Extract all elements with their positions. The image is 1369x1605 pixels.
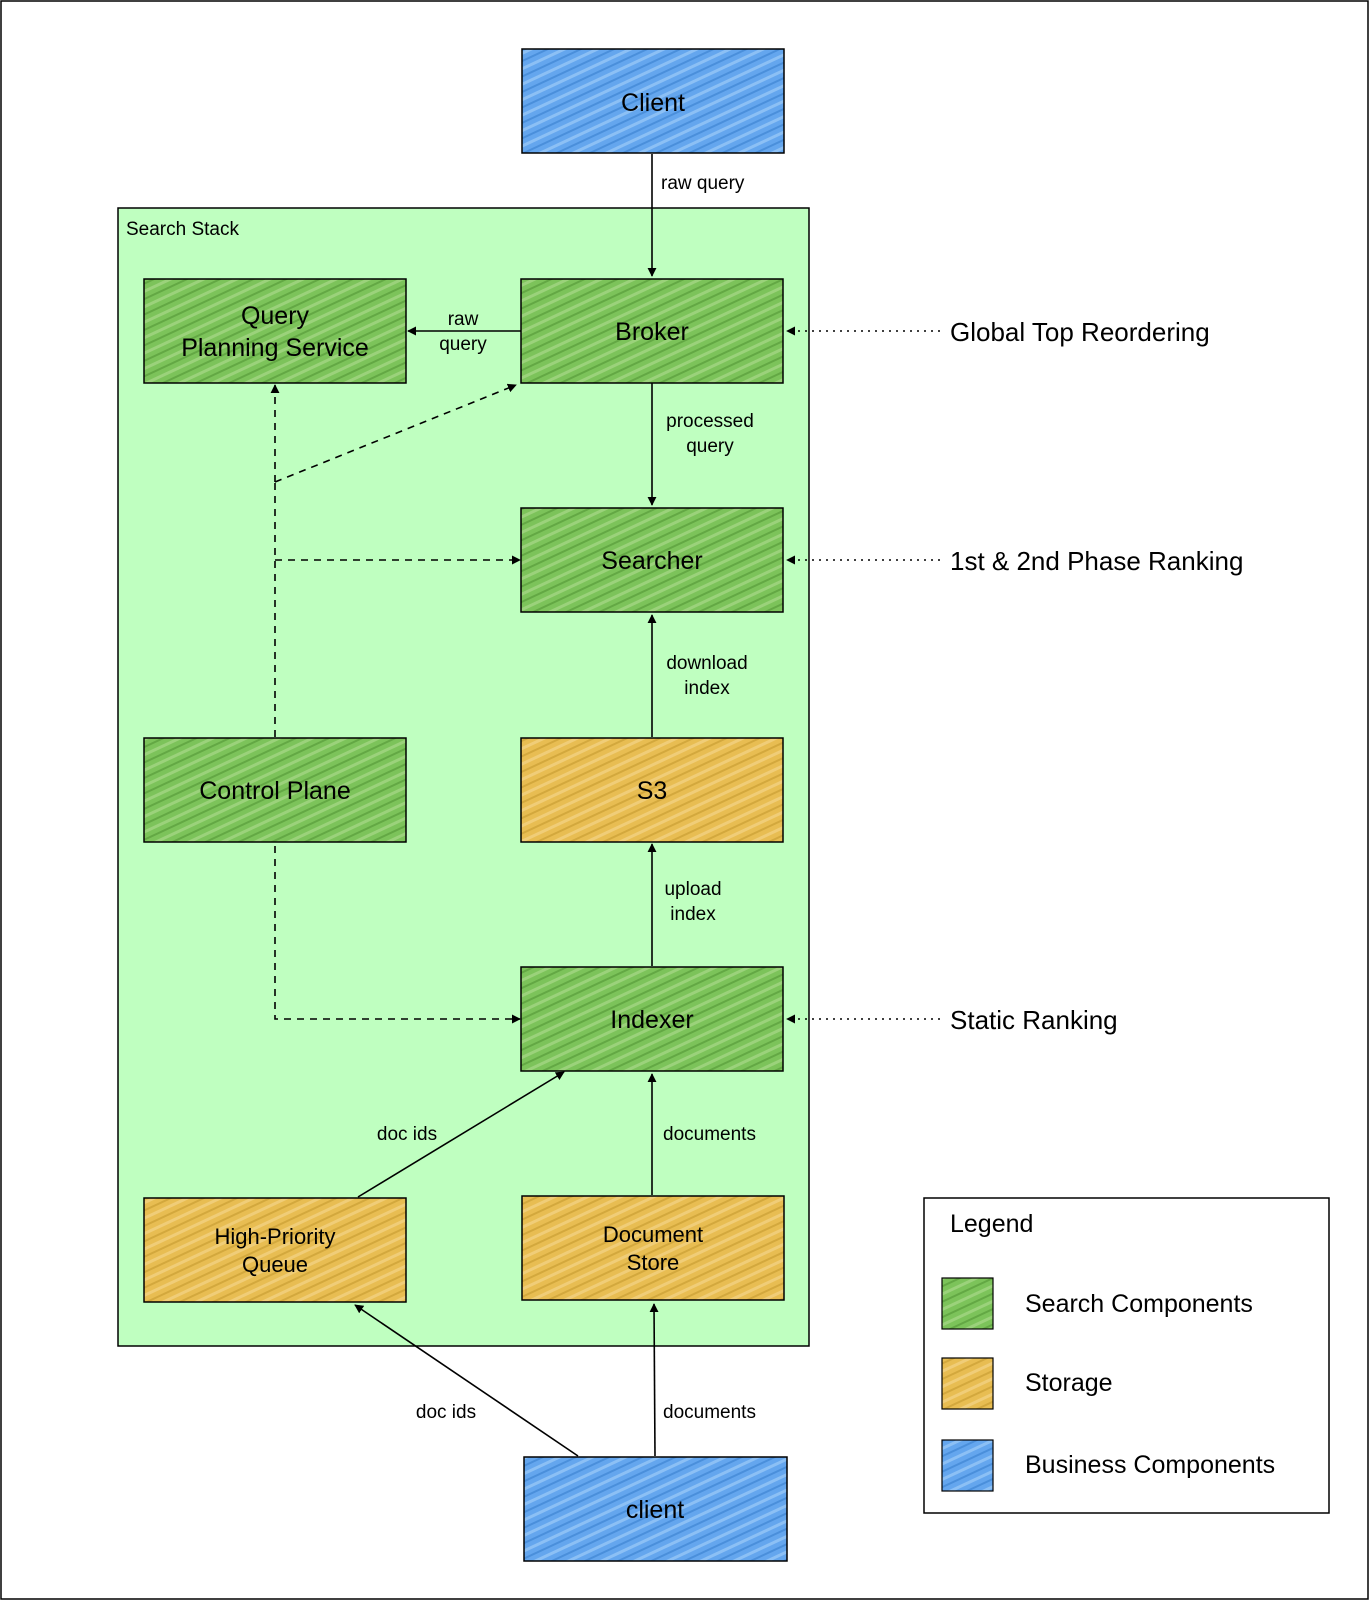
node-searcher: Searcher — [520, 507, 784, 613]
node-client-bottom-label: client — [626, 1496, 684, 1524]
node-s3-label: S3 — [637, 777, 668, 805]
annotation-global-top-reordering: Global Top Reordering — [950, 317, 1210, 347]
node-broker: Broker — [520, 278, 784, 384]
control-plane-dashed-edges — [270, 383, 521, 1024]
legend: Legend Search Components Storage Busines… — [923, 1197, 1330, 1514]
edge-label-broker-to-qps-line2: query — [439, 334, 487, 355]
edge-label-s3-to-searcher-line2: index — [684, 678, 730, 699]
edge-client-to-queue — [354, 1304, 579, 1457]
edge-label-indexer-to-s3-line2: index — [670, 904, 716, 925]
annotation-arrows — [786, 326, 940, 1024]
node-control-plane: Control Plane — [143, 737, 407, 843]
legend-swatch-search — [941, 1277, 994, 1330]
node-searcher-label: Searcher — [601, 547, 702, 575]
annotation-static-ranking: Static Ranking — [950, 1005, 1118, 1035]
node-s3: S3 — [520, 737, 784, 843]
node-query-planning-label-line2: Planning Service — [181, 334, 369, 362]
node-hp-queue-label-line1: High-Priority — [214, 1224, 335, 1249]
edge-label-client-to-broker: raw query — [661, 173, 745, 194]
legend-label-search: Search Components — [1025, 1290, 1253, 1318]
annotation-phase-ranking: 1st & 2nd Phase Ranking — [950, 546, 1243, 576]
legend-label-business: Business Components — [1025, 1451, 1275, 1479]
edge-client-to-docstore — [649, 1303, 659, 1457]
node-query-planning-label-line1: Query — [241, 302, 310, 330]
edge-label-docstore-to-indexer: documents — [663, 1124, 756, 1145]
edge-label-broker-to-qps-line1: raw — [448, 309, 479, 330]
edge-queue-to-indexer — [357, 1071, 565, 1198]
legend-title: Legend — [950, 1210, 1033, 1238]
legend-label-storage: Storage — [1025, 1369, 1113, 1397]
edge-label-client-to-docstore: documents — [663, 1402, 756, 1423]
edges — [270, 154, 940, 1457]
node-hp-queue-label-line2: Queue — [242, 1252, 308, 1277]
node-indexer: Indexer — [520, 966, 784, 1072]
edge-label-broker-to-searcher-line2: query — [686, 436, 734, 457]
edge-control-plane-to-indexer — [274, 846, 521, 1024]
edge-label-s3-to-searcher-line1: download — [666, 653, 747, 674]
node-indexer-label: Indexer — [610, 1006, 693, 1034]
node-broker-label: Broker — [615, 318, 689, 346]
legend-swatch-storage — [941, 1357, 994, 1410]
edge-label-queue-to-indexer: doc ids — [377, 1124, 437, 1145]
node-client-top: Client — [521, 48, 785, 154]
edge-labels: raw query raw query processed query down… — [377, 173, 756, 1423]
node-client-bottom: client — [523, 1456, 788, 1562]
node-high-priority-queue: High-Priority Queue — [143, 1197, 407, 1303]
node-doc-store-label-line1: Document — [603, 1222, 703, 1247]
node-control-plane-label: Control Plane — [199, 777, 350, 805]
node-doc-store-label-line2: Store — [627, 1250, 680, 1275]
edge-label-indexer-to-s3-line1: upload — [664, 879, 721, 900]
edge-label-broker-to-searcher-line1: processed — [666, 411, 754, 432]
edge-label-client-to-queue: doc ids — [416, 1402, 476, 1423]
edge-control-plane-to-broker — [274, 383, 517, 483]
node-client-top-label: Client — [621, 89, 685, 117]
node-document-store: Document Store — [521, 1195, 785, 1301]
legend-swatch-business — [941, 1439, 994, 1492]
side-annotations: Global Top Reordering 1st & 2nd Phase Ra… — [950, 317, 1243, 1035]
node-query-planning-service: Query Planning Service — [143, 278, 407, 384]
search-stack-label: Search Stack — [126, 219, 239, 240]
nodes: Client Query Planning Service Broker Sea… — [143, 48, 788, 1562]
